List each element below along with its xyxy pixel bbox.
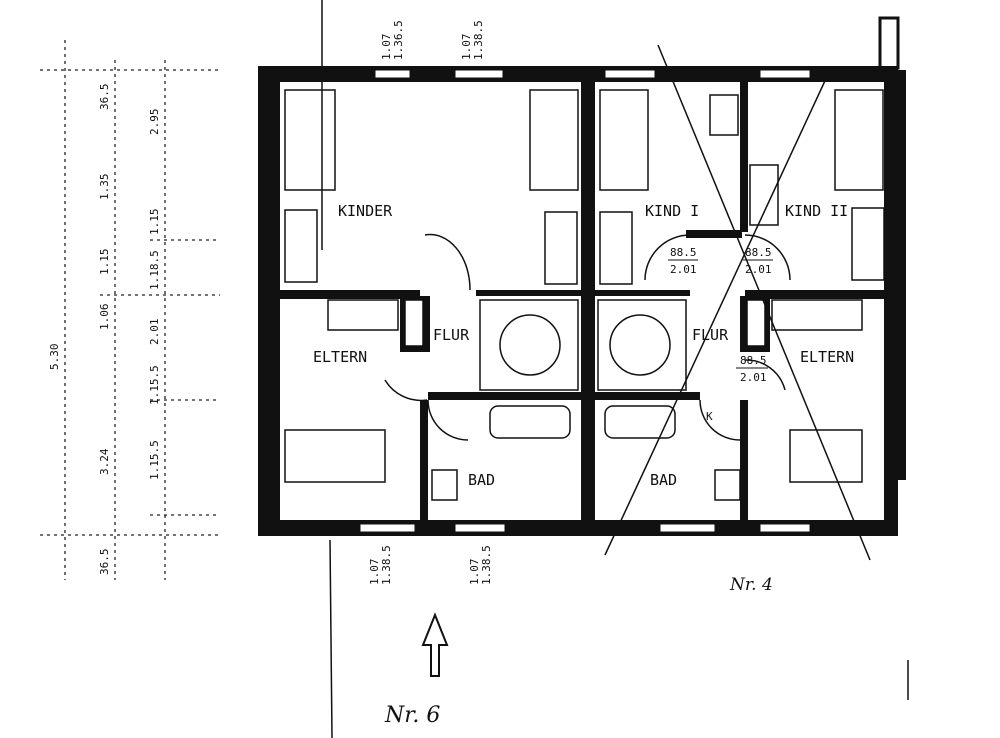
window-width: 1.07 <box>380 34 393 61</box>
wardrobe <box>544 211 578 285</box>
dimension-labels: 5.30 36.5 1.35 1.15 1.06 3.24 36.5 2.95 … <box>48 84 161 576</box>
window-width: 1.07 <box>460 34 473 61</box>
dim-label: 1.35 <box>98 174 111 201</box>
window-height: 1.38.5 <box>472 20 485 60</box>
chimney <box>746 299 766 347</box>
wardrobe <box>599 211 633 285</box>
chimney <box>404 299 424 347</box>
staircase <box>479 299 579 391</box>
wardrobe <box>851 207 885 281</box>
interior-walls <box>280 70 885 536</box>
room-label-flur-left: FLUR <box>433 326 470 344</box>
dim-total: 5.30 <box>48 344 61 371</box>
k-label: K <box>706 410 713 423</box>
staircase <box>597 299 687 391</box>
house-number-left: Nr. 6 <box>384 703 440 728</box>
dim-label: 1.18.5 <box>148 250 161 290</box>
room-label-kinder: KINDER <box>338 202 393 220</box>
room-label-eltern-right: ELTERN <box>800 348 854 366</box>
window-height: 1.36.5 <box>392 20 405 60</box>
stairs <box>771 299 863 331</box>
toilet <box>431 469 458 501</box>
dim-label: 1.15 <box>148 209 161 236</box>
window-height: 1.38.5 <box>480 545 493 585</box>
room-label-eltern-left: ELTERN <box>313 348 367 366</box>
door-width: 88.5 <box>745 246 772 259</box>
dim-label: 3.24 <box>98 448 111 475</box>
bathtub <box>489 405 571 439</box>
dim-label: 1.15.5 <box>148 440 161 480</box>
room-labels: KINDER KIND I KIND II ELTERN ELTERN FLUR… <box>313 202 854 489</box>
door-width: 88.5 <box>670 246 697 259</box>
bathtub <box>604 405 676 439</box>
bed <box>284 89 336 191</box>
dimension-chains <box>40 40 220 580</box>
door-height: 2.01 <box>740 371 767 384</box>
bed <box>599 89 649 191</box>
double-bed <box>789 429 863 483</box>
door-labels: 88.5 2.01 88.5 2.01 88.5 2.01 <box>668 246 773 384</box>
diagonal-marks <box>604 44 871 561</box>
window-width: 1.07 <box>468 559 481 586</box>
wardrobe <box>284 209 318 283</box>
dim-label: 36.5 <box>98 84 111 111</box>
window-width: 1.07 <box>368 559 381 586</box>
dim-label: 1.15.5 <box>148 365 161 405</box>
dim-label: 1.06 <box>98 304 111 331</box>
dim-label: 36.5 <box>98 549 111 576</box>
exterior-walls <box>258 16 906 536</box>
room-label-kind-1: KIND I <box>645 202 699 220</box>
north-arrow-icon <box>421 612 449 677</box>
dim-label: 2.95 <box>148 109 161 136</box>
bed <box>529 89 579 191</box>
house-number-right: Nr. 4 <box>729 575 773 595</box>
room-label-kind-2: KIND II <box>785 202 848 220</box>
door-height: 2.01 <box>670 263 697 276</box>
stairs <box>327 299 399 331</box>
door-height: 2.01 <box>745 263 772 276</box>
window-labels-bottom: 1.07 1.38.5 1.07 1.38.5 <box>368 545 493 585</box>
room-label-flur-right: FLUR <box>692 326 729 344</box>
door-swings <box>384 233 791 441</box>
window-height: 1.38.5 <box>380 545 393 585</box>
furniture <box>284 89 885 501</box>
double-bed <box>284 429 386 483</box>
window-labels-top: 1.07 1.36.5 1.07 1.38.5 <box>380 20 485 60</box>
room-label-bad-right: BAD <box>650 471 677 489</box>
dim-label: 1.15 <box>98 249 111 276</box>
bed <box>834 89 884 191</box>
dim-label: 2.01 <box>148 319 161 346</box>
sheet-line <box>329 539 333 738</box>
room-label-bad-left: BAD <box>468 471 495 489</box>
door-width: 88.5 <box>740 354 767 367</box>
toilet <box>714 469 741 501</box>
